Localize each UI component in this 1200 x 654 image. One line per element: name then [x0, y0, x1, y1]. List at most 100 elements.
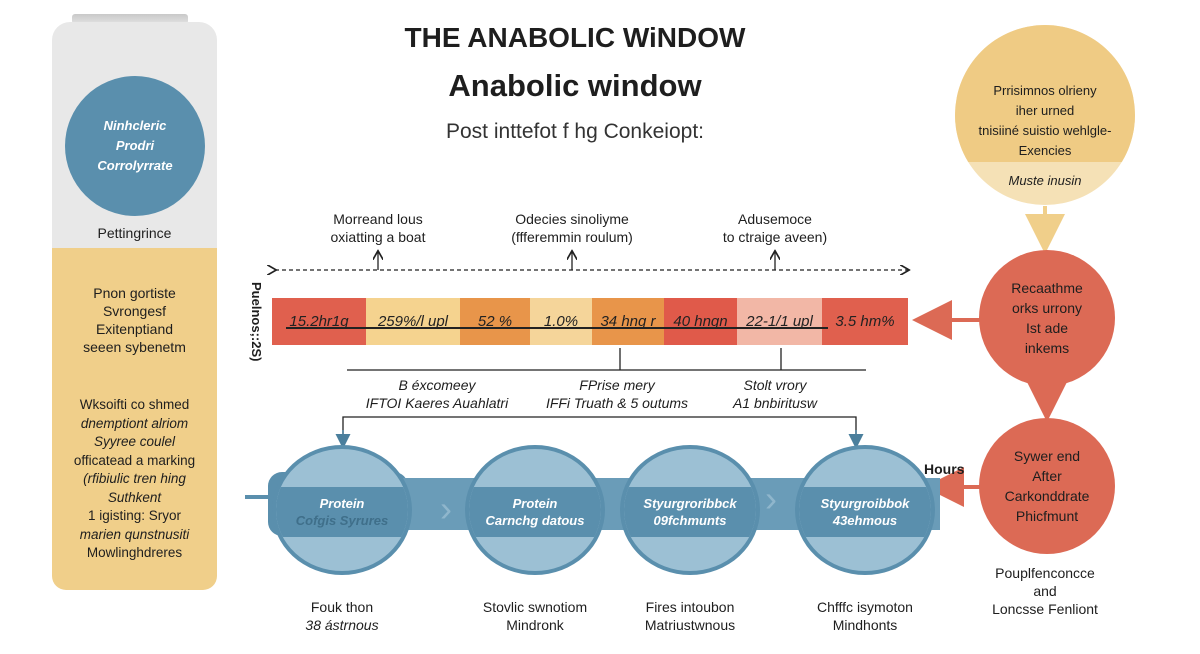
- text-line: Recaathme: [1011, 280, 1083, 296]
- stage-title: Styurgroribbck: [643, 496, 737, 511]
- bar-segment: 1.0%: [530, 298, 592, 345]
- bottle-cap: [72, 14, 188, 24]
- yellow-circle-top: Prrisimnos olrieny iher urned tnisiiné sui…: [955, 25, 1135, 162]
- text-line: Adusemoce: [738, 211, 812, 227]
- text-line: Fouk thon: [310, 599, 374, 615]
- bar-underline: [286, 327, 828, 329]
- text-line: IFFi Truath & 5 outums: [545, 395, 689, 411]
- text-line: Pouplfenconcce: [995, 565, 1095, 581]
- bottle-circle-text: Corrolyrrate: [97, 158, 173, 173]
- text-line: Prrisimnos olrieny: [993, 83, 1097, 98]
- stage-sub: 09fchmunts: [653, 513, 727, 528]
- top-label: Odecies sinoliyme (ffferemmin roulum): [482, 210, 662, 246]
- text-line: seeen sybenetm: [83, 339, 186, 355]
- text-line: Chfffc isymoton: [817, 599, 913, 615]
- text-line: Odecies sinoliyme: [515, 211, 629, 227]
- bar-segment: 22-1/1 upl: [737, 298, 822, 345]
- bar-segment: 259%/l upl: [366, 298, 460, 345]
- bar-segment: 3.5 hm%: [822, 298, 908, 345]
- text-line: marien qunstnusiti: [79, 526, 190, 542]
- bar-segment: 40 hngn: [664, 298, 737, 345]
- main-title: THE ANABOLIC WiNDOW: [404, 22, 746, 53]
- text-line: A1 bnbiritusw: [732, 395, 818, 411]
- text-line: to ctraige aveen): [722, 229, 828, 245]
- timeline-bar: 15.2hr1g 259%/l upl 52 % 1.0% 34 hng r 4…: [272, 298, 908, 345]
- yellow-circle: Prrisimnos olrieny iher urned tnisiiné sui…: [955, 25, 1135, 205]
- text-line: Sywer end: [1013, 448, 1081, 464]
- text-line: Svrongesf: [102, 303, 167, 319]
- text-line: After: [1032, 468, 1062, 484]
- bar-segment: 52 %: [460, 298, 530, 345]
- bar-segment: 34 hng r: [592, 298, 664, 345]
- text-line: officatead a marking: [73, 452, 196, 468]
- text-line: Pnon gortiste: [93, 285, 176, 301]
- text-line: dnemptiont alriom: [80, 415, 189, 431]
- axis-label: Puelnos;:2S): [249, 282, 264, 362]
- stage-title: Styurgroibbok: [820, 496, 910, 511]
- text-line: Stolt vrory: [743, 377, 807, 393]
- top-label: Morreand lous oxiatting a boat: [298, 210, 458, 246]
- text-line: Exitenptiand: [95, 321, 174, 337]
- stage-title: Protein: [319, 496, 365, 511]
- bottle-label-panel: [52, 248, 217, 590]
- text-line: and: [1033, 583, 1057, 599]
- text-line: 1 igisting: Sryor: [87, 508, 182, 523]
- stage-circle: Styurgroribbck 09fchmunts: [620, 445, 760, 575]
- chevron-right-icon: ›: [440, 488, 452, 529]
- bottle-circle: Ninhcleric Prodri Corrolyrrate: [65, 76, 205, 216]
- text-line: B éxcomeey: [398, 377, 476, 393]
- stage-caption: Fouk thon 38 ástrnous: [272, 598, 412, 634]
- text-line: IFTOI Kaeres Auahlatri: [365, 395, 509, 411]
- band-stub: [245, 495, 275, 499]
- text-line: Fires intoubon: [645, 599, 735, 615]
- chevron-right-icon: ›: [765, 478, 777, 519]
- text-line: Suthkent: [107, 489, 162, 505]
- text-line: Stovlic swnotiom: [482, 599, 588, 615]
- hours-label: Hours: [924, 461, 965, 477]
- stage-sub: Cofgis Syrures: [295, 513, 389, 528]
- bar-segment: 15.2hr1g: [272, 298, 366, 345]
- stage-circle: Styurgroibbok 43ehmous: [795, 445, 935, 575]
- text-line: Carkonddrate: [1004, 488, 1090, 504]
- text-line: Morreand lous: [333, 211, 423, 227]
- text-line: oxiatting a boat: [330, 229, 426, 245]
- text-line: Syyree coulel: [93, 434, 176, 449]
- text-line: Matriustwnous: [644, 617, 736, 633]
- stage-sub: Carnchg datous: [485, 513, 585, 528]
- text-line: 38 ástrnous: [305, 617, 379, 633]
- mid-label: Stolt vrory A1 bnbiritusw: [700, 376, 850, 412]
- text-line: Ist ade: [1025, 320, 1069, 336]
- text-line: orks urrony: [1011, 300, 1083, 316]
- bottle-circle-text: Prodri: [115, 138, 155, 153]
- text-line: Exencies: [1018, 143, 1072, 158]
- tagline: Post inttefot f hg Conkeiopt:: [446, 120, 704, 143]
- stage-title: Protein: [512, 496, 558, 511]
- text-line: (rfibiulic tren hing: [83, 471, 186, 486]
- text-line: FPrise mery: [579, 377, 655, 393]
- top-label: Adusemoce to ctraige aveen): [695, 210, 855, 246]
- text-line: Mindhonts: [832, 617, 898, 633]
- text-line: Mindronk: [506, 617, 564, 633]
- text-line: (ffferemmin roulum): [511, 229, 633, 245]
- text-line: Phicfmunt: [1015, 508, 1079, 524]
- subtitle: Anabolic window: [448, 68, 702, 103]
- text-line: tnisiiné suistio wehlgle-: [978, 123, 1112, 138]
- text-line: iher urned: [1015, 103, 1075, 118]
- up-arrows: [378, 252, 775, 270]
- text-line: Loncsse Fenliont: [992, 601, 1098, 617]
- stage-sub: 43ehmous: [832, 513, 898, 528]
- text-line: inkems: [1024, 340, 1070, 356]
